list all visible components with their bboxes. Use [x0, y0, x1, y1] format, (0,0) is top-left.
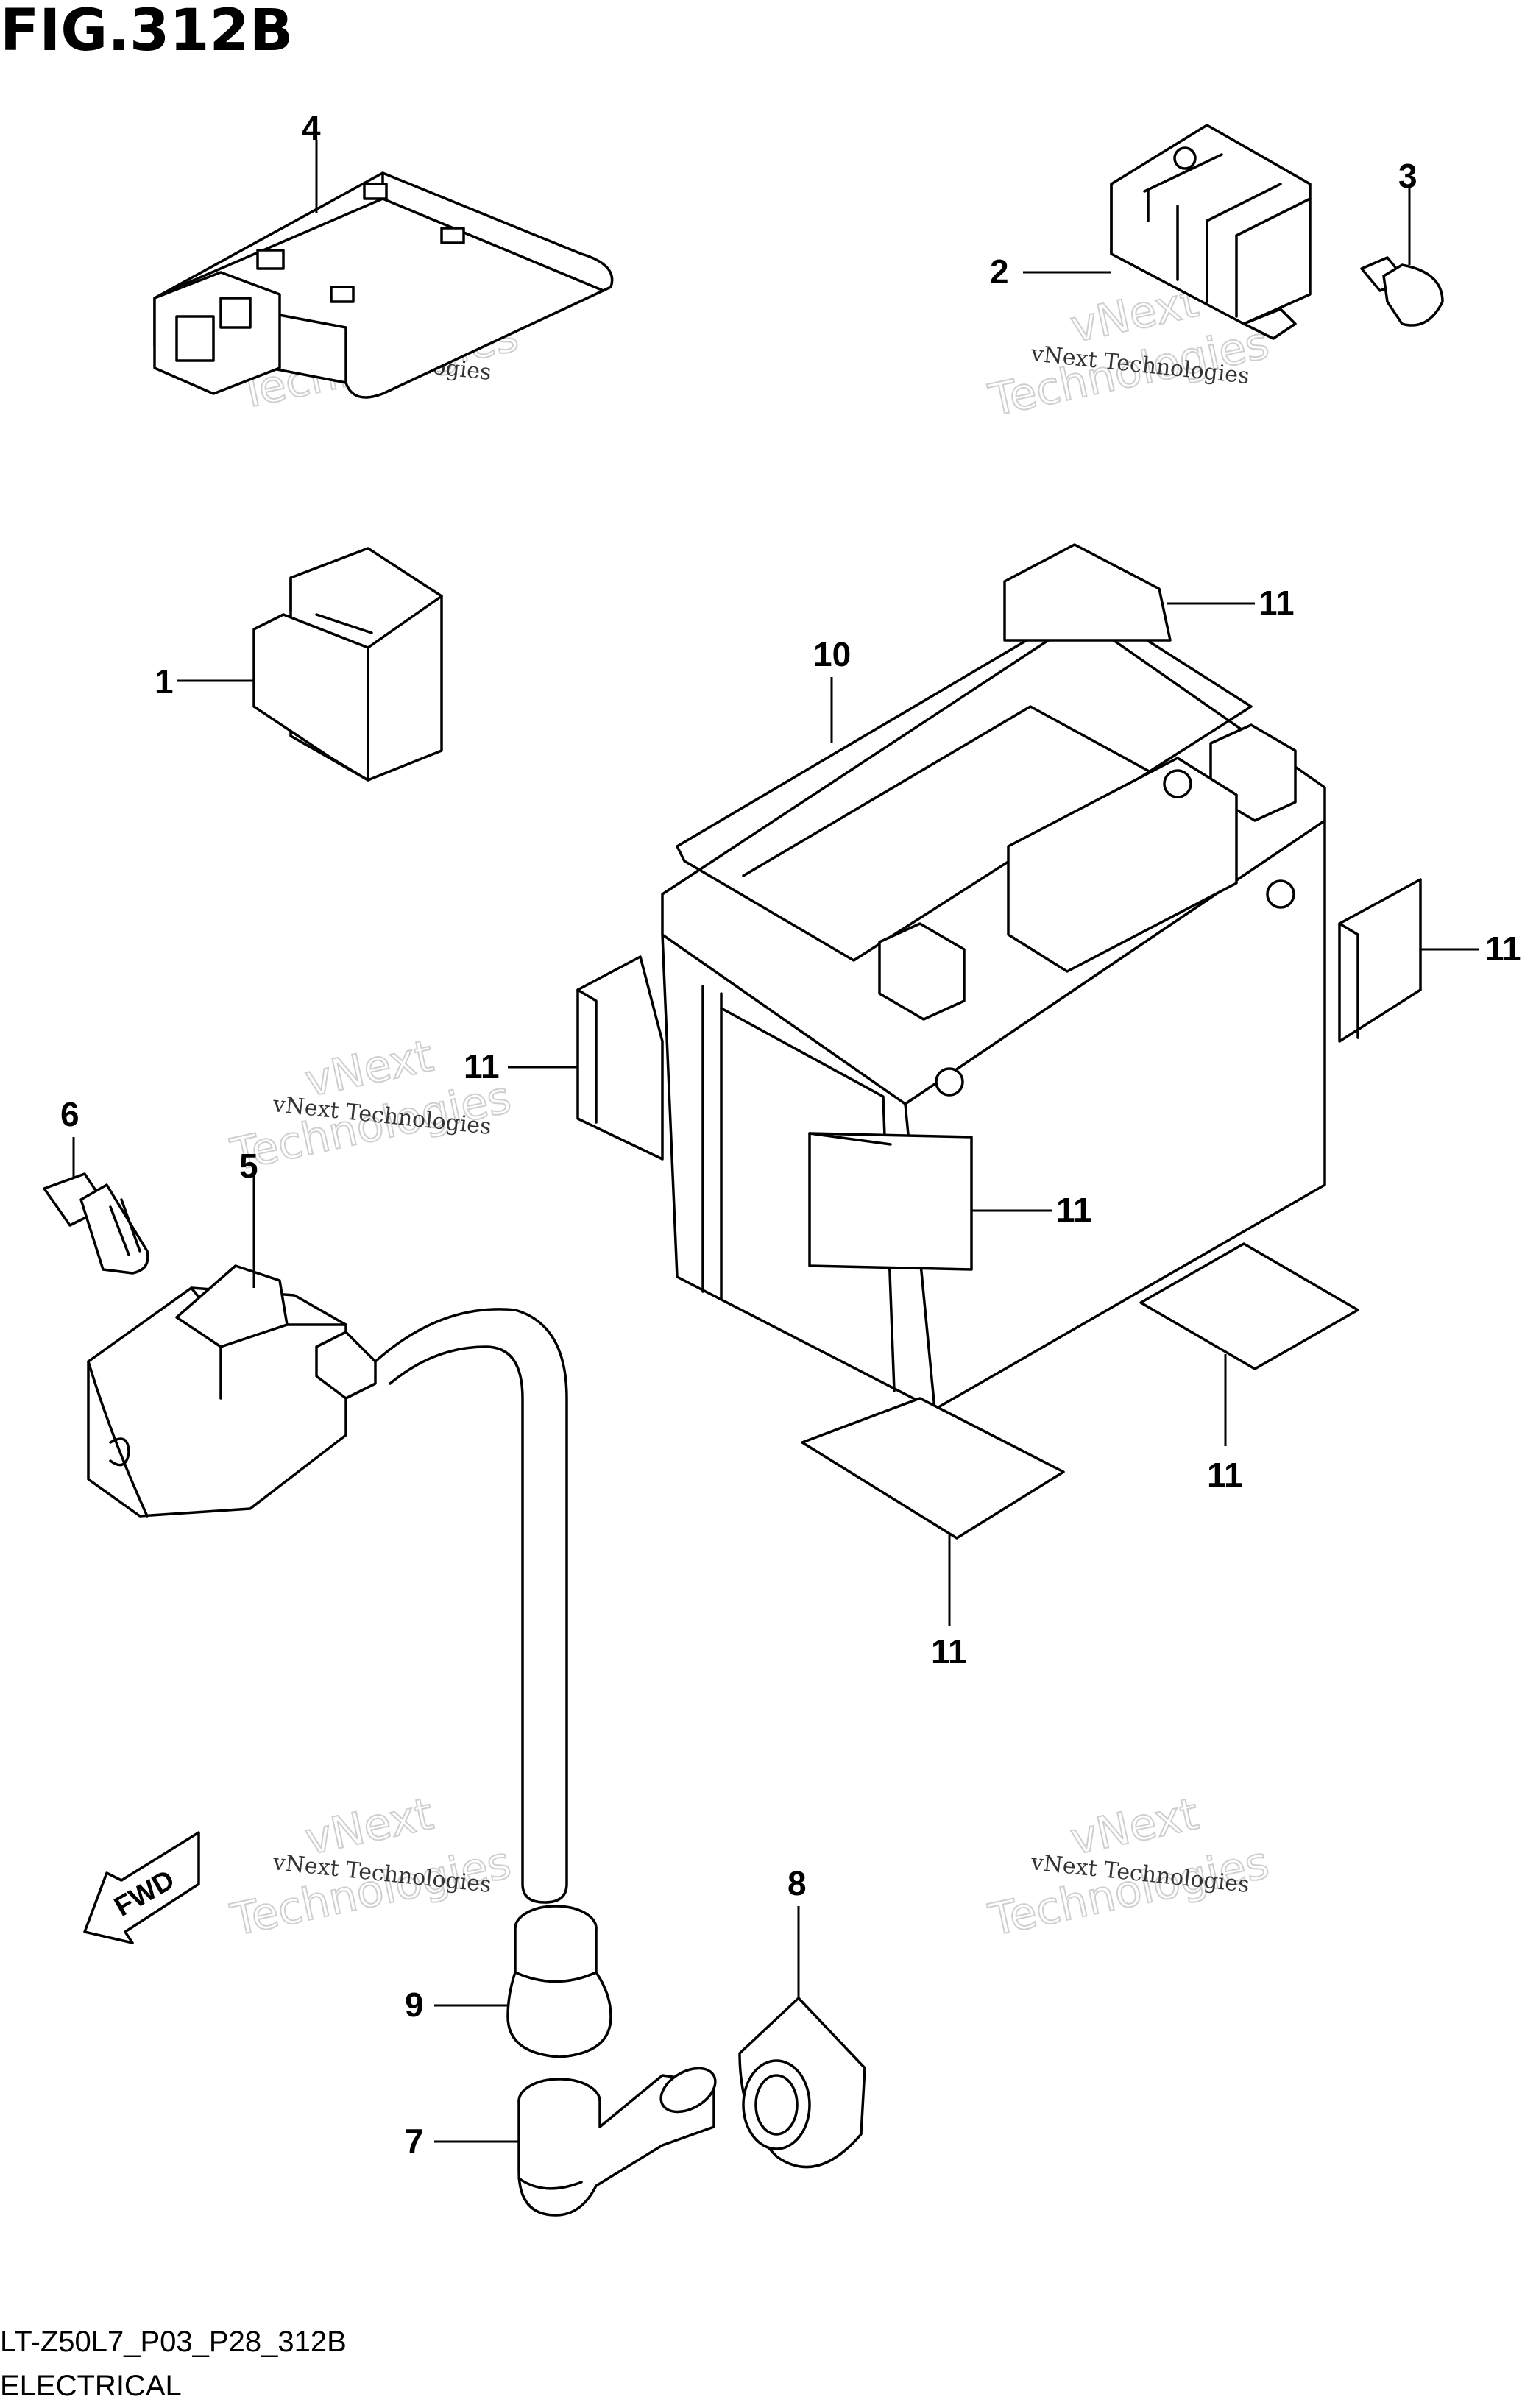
callout-11-left: 11	[464, 1047, 500, 1086]
part-11-cushion-bottom-left[interactable]	[801, 1397, 1065, 1626]
part-2-regulator[interactable]	[1023, 124, 1312, 340]
watermark-bottom-left: Technologies vNext vNext Technologies	[226, 1788, 517, 1947]
part-4-control-unit[interactable]	[153, 140, 614, 399]
callout-4: 4	[302, 109, 321, 147]
callout-8: 8	[787, 1864, 807, 1902]
part-3-bolt[interactable]	[1360, 188, 1444, 327]
part-11-cushion-left[interactable]	[508, 955, 664, 1161]
part-11-cushion-front[interactable]	[808, 1132, 1052, 1271]
watermark-top-right: Technologies vNext vNext Technologies	[984, 275, 1275, 428]
part-8-cap[interactable]	[738, 1906, 866, 2169]
part-9-grommet[interactable]	[434, 1905, 612, 2058]
part-11-cushion-bottom-right[interactable]	[1139, 1242, 1359, 1446]
callout-1: 1	[155, 662, 174, 701]
callout-11-front: 11	[1056, 1191, 1092, 1229]
callout-9: 9	[405, 1986, 424, 2024]
callout-3: 3	[1398, 157, 1417, 195]
callout-7: 7	[405, 2122, 424, 2160]
part-11-cushion-top[interactable]	[1003, 543, 1255, 642]
callout-2: 2	[990, 252, 1009, 291]
callout-6: 6	[60, 1095, 79, 1133]
part-1-relay[interactable]	[177, 547, 443, 782]
callout-11-bottom-left: 11	[931, 1632, 967, 1671]
figure-code: LT-Z50L7_P03_P28_312B	[0, 2326, 347, 2358]
part-5-starter-relay[interactable]	[87, 1174, 568, 1904]
callout-10: 10	[813, 635, 851, 673]
fwd-arrow-icon: FWD	[83, 1831, 200, 1944]
part-6-bolt[interactable]	[43, 1137, 149, 1275]
figure-section: ELECTRICAL	[0, 2370, 182, 2402]
watermark-bottom-right: Technologies vNext vNext Technologies	[984, 1788, 1275, 1947]
callout-11-bottom-right: 11	[1207, 1456, 1243, 1494]
callout-11-right: 11	[1485, 929, 1521, 968]
callout-11-top: 11	[1259, 584, 1295, 622]
part-7-breather-joint[interactable]	[434, 2059, 723, 2217]
callout-5: 5	[239, 1147, 258, 1185]
part-11-cushion-right[interactable]	[1338, 878, 1479, 1043]
figure-title: FIG.312B	[0, 0, 293, 64]
